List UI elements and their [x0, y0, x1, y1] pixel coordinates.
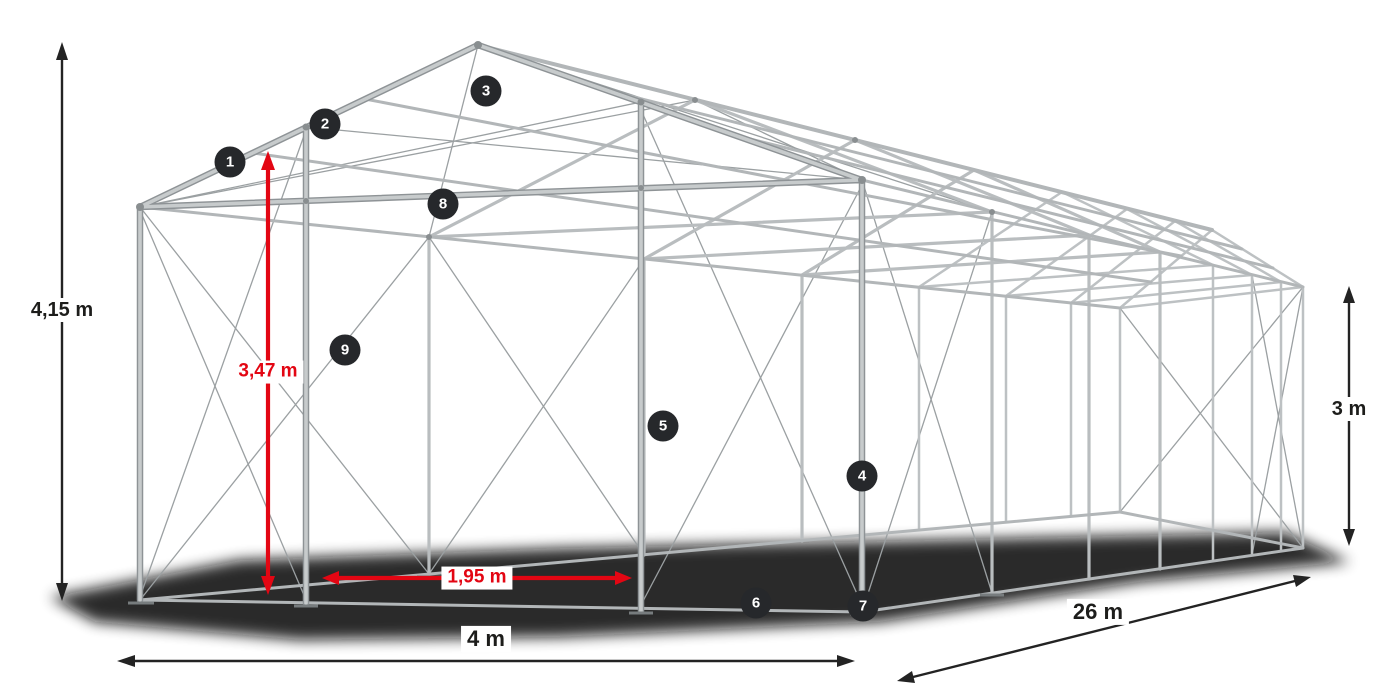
badge-9: 9 — [329, 334, 361, 366]
longitudinal-beams — [138, 43, 1305, 614]
connector-fittings — [136, 41, 995, 240]
ground-rail-back — [1118, 510, 1305, 550]
ground-rail-right — [860, 546, 1305, 614]
roof-purlin — [604, 88, 1244, 251]
badge-8: 8 — [427, 188, 459, 220]
frame-front-core — [138, 43, 864, 614]
label-entrance-width: 1,95 m — [441, 566, 513, 590]
badge-5: 5 — [647, 410, 679, 442]
badge-4: 4 — [846, 460, 878, 492]
badge-3: 3 — [470, 75, 502, 107]
ridge-beam — [476, 43, 1214, 232]
arrow-length — [897, 575, 1311, 683]
eave-purlin-right — [860, 178, 1305, 289]
label-total-height: 4,15 m — [24, 298, 100, 322]
badge-2: 2 — [309, 108, 341, 140]
label-length: 26 m — [1066, 598, 1130, 626]
label-width: 4 m — [461, 625, 511, 653]
ground-shadow — [50, 532, 1350, 640]
frame-front-outline — [136, 41, 866, 616]
badge-6: 6 — [740, 587, 772, 619]
badge-7: 7 — [847, 590, 879, 622]
roof-purlin — [251, 151, 1153, 284]
roof-purlin — [732, 133, 1275, 270]
arrow-width — [117, 655, 855, 667]
label-side-height: 3 m — [1325, 397, 1373, 421]
frames-far — [917, 190, 1305, 563]
badge-1: 1 — [214, 146, 246, 178]
label-clearance-height: 3,47 m — [232, 360, 304, 384]
roof-purlin — [363, 97, 1183, 258]
